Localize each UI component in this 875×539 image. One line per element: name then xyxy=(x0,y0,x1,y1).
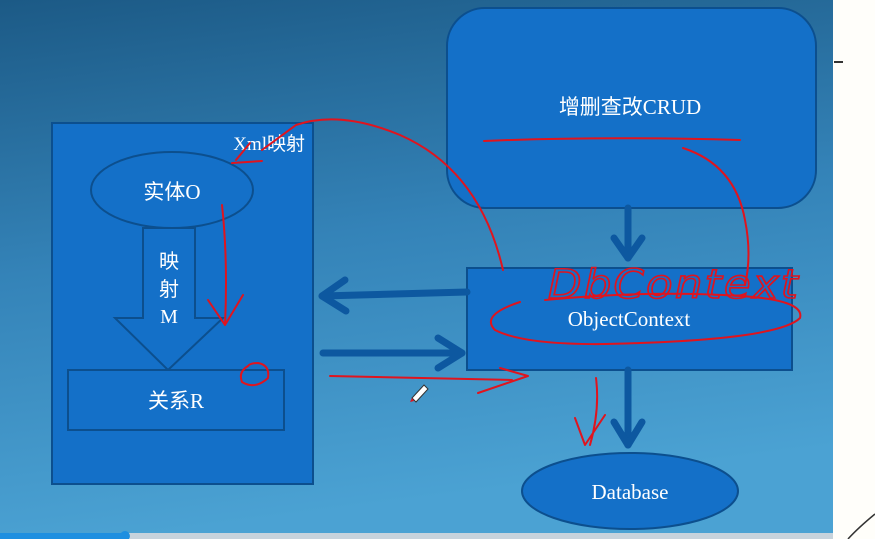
database-label: Database xyxy=(592,480,669,504)
context-to-database-arrow xyxy=(610,366,646,449)
object-context-box[interactable]: ObjectContext xyxy=(466,267,793,371)
context-to-left-arrow xyxy=(318,276,471,315)
crud-label: 增删查改CRUD xyxy=(559,95,701,119)
progress-bar[interactable] xyxy=(0,531,833,539)
ink-check-xml xyxy=(231,142,263,164)
ink-curve-context-to-xml xyxy=(261,118,504,271)
ink-annotations xyxy=(207,118,802,446)
ink-underline-crud xyxy=(483,137,741,142)
entity-ellipse[interactable]: 实体O xyxy=(90,151,254,229)
mapping-block-arrow: 映 射 M xyxy=(112,227,226,372)
left-to-context-arrow xyxy=(319,334,466,372)
ink-arrow-right xyxy=(329,367,529,394)
ink-arrow-database xyxy=(574,377,606,446)
ink-circle-o xyxy=(239,362,270,387)
relation-label: 关系R xyxy=(148,389,204,413)
ink-arrow-entity-down xyxy=(207,204,244,326)
entity-label: 实体O xyxy=(143,180,200,204)
mapping-char-1: 映 xyxy=(159,250,179,273)
ink-ellipse-context xyxy=(489,292,802,346)
progress-knob[interactable] xyxy=(119,531,130,539)
mapping-char-3: M xyxy=(160,306,178,328)
crud-to-context-arrow xyxy=(610,204,646,262)
database-ellipse[interactable]: Database xyxy=(521,452,739,530)
progress-fill xyxy=(0,533,125,539)
corner-curve xyxy=(847,513,875,539)
pencil-cursor-icon xyxy=(410,384,429,403)
object-context-label: ObjectContext xyxy=(568,307,691,331)
mapping-char-2: 射 xyxy=(159,278,179,301)
ink-curve-crud-to-context xyxy=(682,147,750,286)
crud-box[interactable]: 增删查改CRUD xyxy=(446,7,817,209)
ink-handwriting-dbcontext: DbContext xyxy=(548,262,800,308)
relation-box[interactable]: 关系R xyxy=(67,369,285,431)
right-margin xyxy=(833,0,875,539)
